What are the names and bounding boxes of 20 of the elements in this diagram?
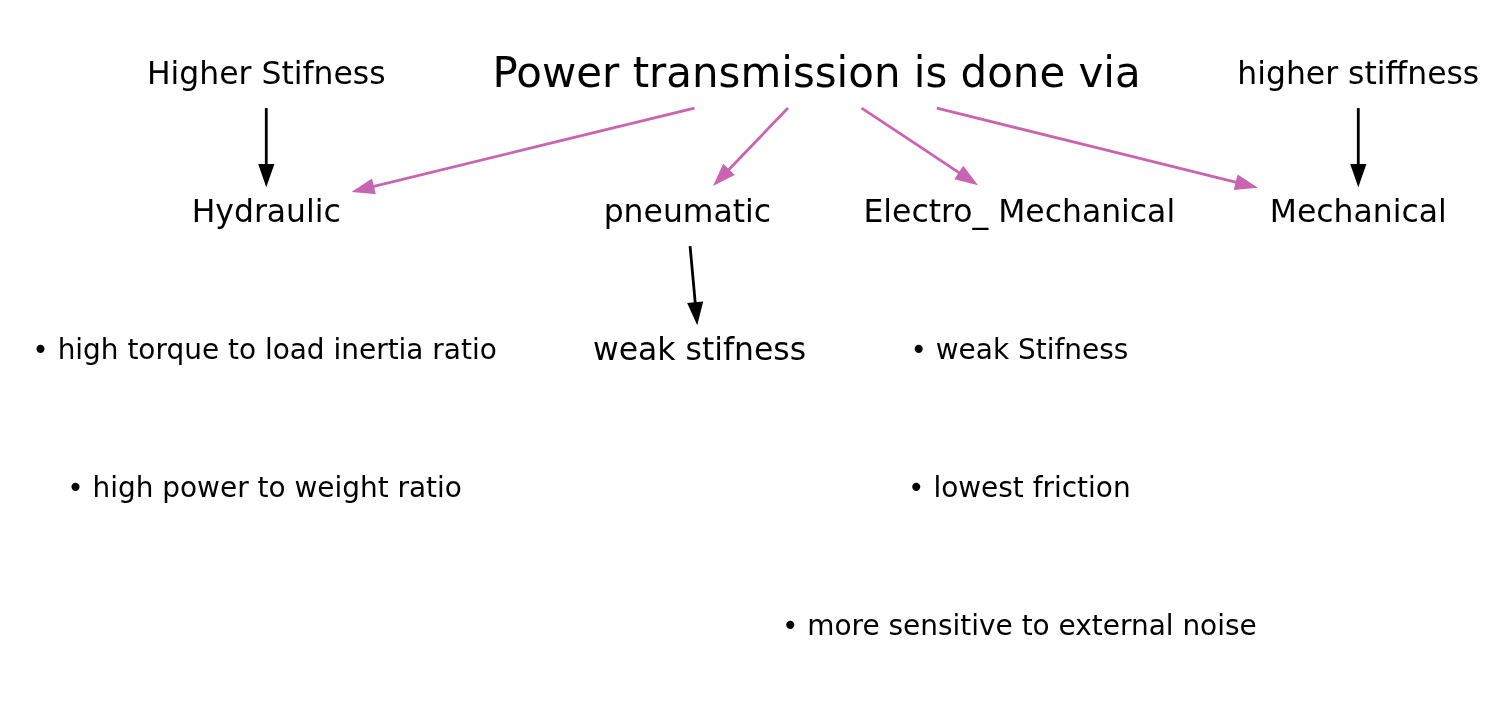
label: • high power to weight ratio (67, 470, 462, 504)
label: • weak Stifness (910, 332, 1129, 366)
node-text: Higher Stifness (146, 54, 386, 91)
arrow (860, 106, 978, 185)
node-text: Hydraulic (191, 192, 341, 229)
node-text: pneumatic (603, 192, 772, 229)
node-text: higher stiffness (1237, 54, 1480, 91)
node-text: Electro_ Mechanical (863, 192, 1176, 229)
arrow (1350, 107, 1367, 187)
node-text: Power transmission is done via (492, 47, 1141, 97)
arrow (687, 245, 704, 325)
label: • high torque to load inertia ratio (32, 332, 497, 366)
label: • more sensitive to external noise (781, 608, 1257, 642)
label: • lowest friction (908, 470, 1131, 504)
node-text: weak stifness (593, 330, 807, 367)
arrow (936, 106, 1259, 190)
arrow (713, 106, 789, 186)
arrow (258, 107, 275, 187)
node-text: Mechanical (1269, 192, 1447, 229)
arrow (351, 106, 695, 194)
